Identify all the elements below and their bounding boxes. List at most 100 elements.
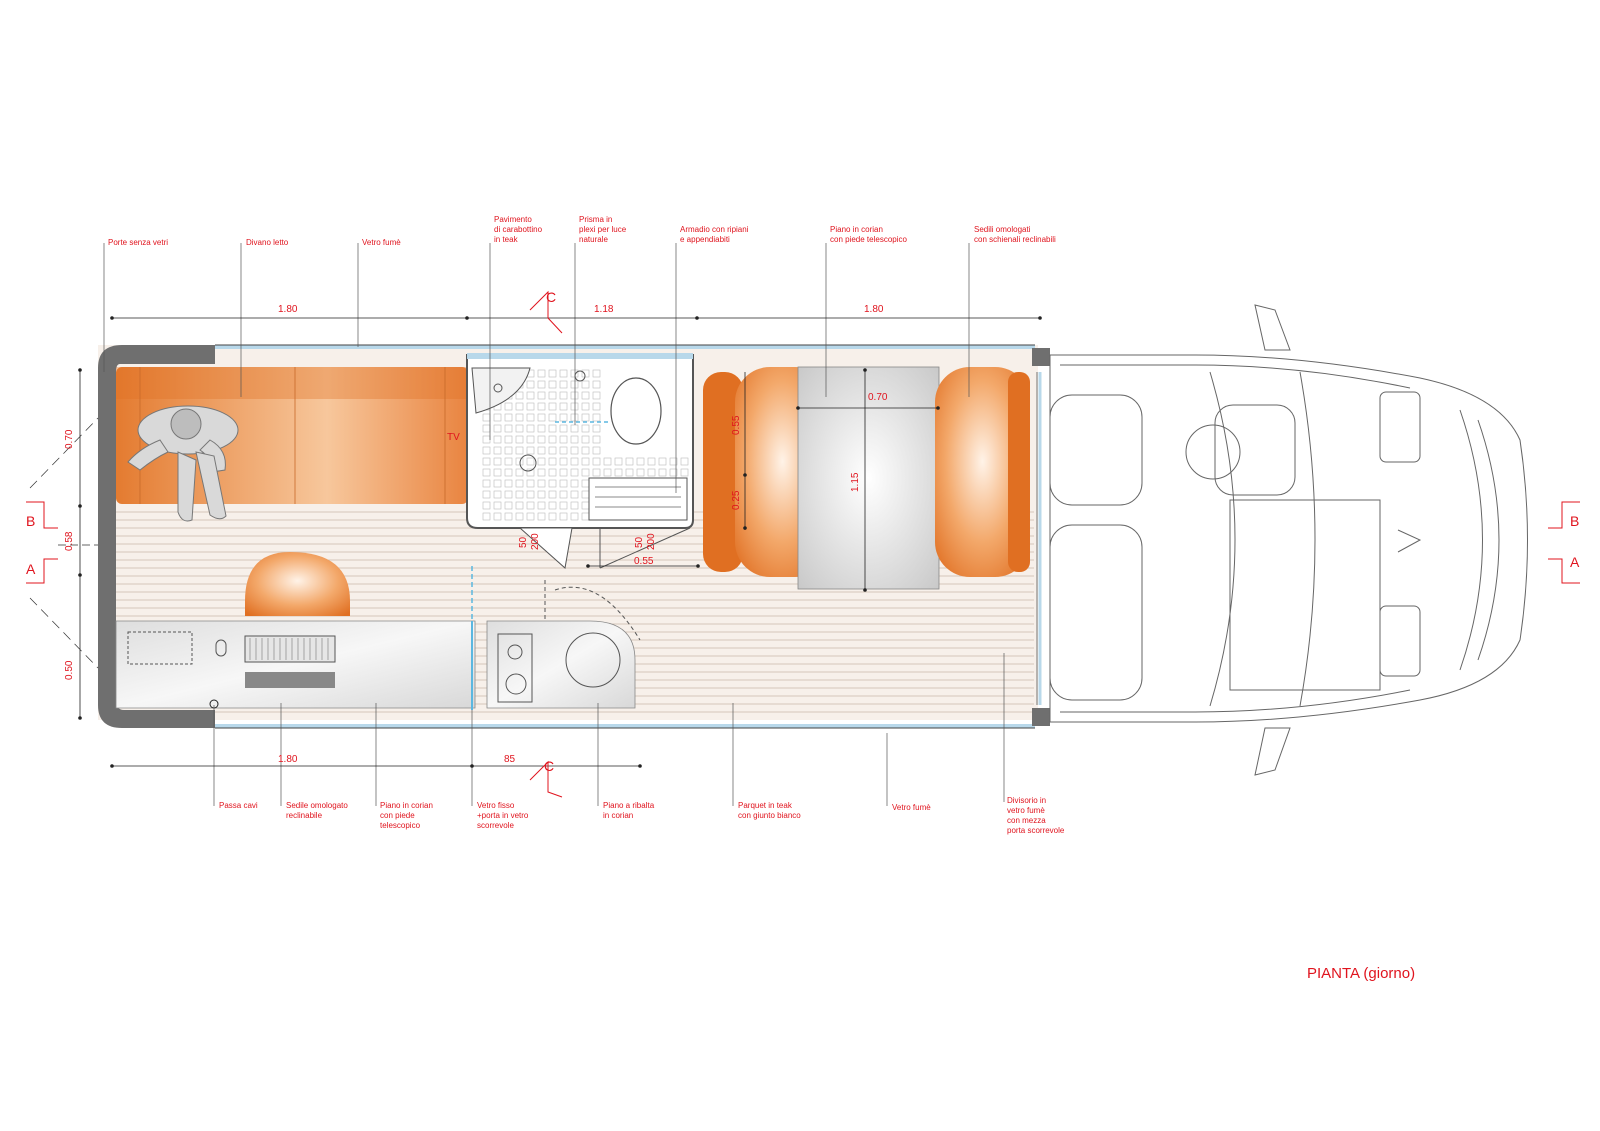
grating-cell — [537, 402, 546, 411]
grating-cell — [548, 457, 557, 466]
label-parquet-teak: Parquet in teak con giunto bianco — [738, 801, 801, 820]
grating-cell — [515, 479, 524, 488]
grating-cell — [570, 512, 579, 521]
grating-cell — [548, 402, 557, 411]
grating-cell — [592, 402, 601, 411]
grating-cell — [504, 424, 513, 433]
grating-cell — [647, 468, 656, 477]
grating-cell — [515, 457, 524, 466]
dim-table-width: 0.70 — [868, 392, 888, 403]
grating-cell — [537, 424, 546, 433]
grating-cell — [570, 479, 579, 488]
label-vetro-fisso: Vetro fisso +porta in vetro scorrevole — [477, 801, 531, 830]
grating-cell — [658, 468, 667, 477]
grating-cell — [592, 424, 601, 433]
grating-cell — [504, 435, 513, 444]
grating-cell — [537, 501, 546, 510]
grating-cell — [548, 380, 557, 389]
section-mark-c-bottom: C — [544, 758, 554, 774]
grating-cell — [548, 413, 557, 422]
bathroom — [466, 353, 694, 569]
grating-cell — [669, 457, 678, 466]
grating-cell — [482, 512, 491, 521]
grating-cell — [526, 391, 535, 400]
grating-cell — [482, 490, 491, 499]
grating-cell — [482, 468, 491, 477]
grating-cell — [504, 479, 513, 488]
label-prisma-plexi: Prisma in plexi per luce naturale — [579, 215, 628, 244]
grating-cell — [515, 446, 524, 455]
grating-cell — [537, 512, 546, 521]
bottom-annotations: Passa cavi Sedile omologato reclinabile … — [219, 796, 1065, 835]
dim-bench-upper: 0.55 — [731, 415, 742, 435]
grating-cell — [559, 369, 568, 378]
grating-cell — [482, 479, 491, 488]
grating-cell — [592, 380, 601, 389]
grating-cell — [537, 457, 546, 466]
grating-cell — [526, 413, 535, 422]
grating-cell — [526, 490, 535, 499]
grating-cell — [493, 424, 502, 433]
dimension-lines — [78, 316, 1042, 768]
grating-cell — [592, 446, 601, 455]
dim-aisle: 0.55 — [634, 556, 654, 567]
dim-left-3: 0.50 — [64, 660, 75, 680]
section-mark-b-right: B — [1570, 513, 1579, 529]
grating-cell — [537, 391, 546, 400]
grating-cell — [570, 424, 579, 433]
grating-cell — [680, 457, 689, 466]
grating-cell — [537, 380, 546, 389]
dim-left-2: 0.58 — [64, 531, 75, 551]
grating-cell — [559, 468, 568, 477]
label-piano-corian-bottom: Piano in corian con piede telescopico — [380, 801, 435, 830]
grating-cell — [526, 402, 535, 411]
grating-cell — [504, 490, 513, 499]
dim-top-3: 1.80 — [864, 304, 884, 315]
label-sedili-omologati: Sedili omologati con schienali reclinabi… — [974, 225, 1056, 244]
grating-cell — [493, 435, 502, 444]
grating-cell — [515, 391, 524, 400]
grating-cell — [493, 501, 502, 510]
section-mark-a-right: A — [1570, 554, 1580, 570]
grating-cell — [559, 512, 568, 521]
dim-bottom-2: 85 — [504, 754, 516, 765]
dim-door-right-b: 200 — [646, 533, 657, 550]
grating-cell — [548, 446, 557, 455]
grating-cell — [526, 501, 535, 510]
grating-cell — [537, 413, 546, 422]
label-vetro-fume-bottom: Vetro fumè — [892, 803, 931, 812]
grating-cell — [548, 369, 557, 378]
grating-cell — [526, 457, 535, 466]
grating-cell — [570, 490, 579, 499]
grating-cell — [537, 446, 546, 455]
grating-cell — [548, 479, 557, 488]
grating-cell — [570, 402, 579, 411]
grating-cell — [526, 468, 535, 477]
grating-cell — [570, 413, 579, 422]
grating-cell — [526, 435, 535, 444]
label-passa-cavi: Passa cavi — [219, 801, 258, 810]
grating-cell — [669, 468, 678, 477]
grating-cell — [493, 490, 502, 499]
grating-cell — [592, 391, 601, 400]
grating-cell — [592, 369, 601, 378]
grating-cell — [581, 424, 590, 433]
grating-cell — [515, 424, 524, 433]
grating-cell — [493, 468, 502, 477]
leader-lines — [103, 243, 1005, 806]
grating-cell — [647, 457, 656, 466]
grating-cell — [548, 435, 557, 444]
dim-top-1: 1.80 — [278, 304, 298, 315]
grating-cell — [559, 479, 568, 488]
label-piano-corian-top: Piano in corian con piede telescopico — [830, 225, 907, 244]
grating-cell — [504, 512, 513, 521]
van-cab — [1049, 304, 1528, 776]
dim-bottom-1: 1.80 — [278, 754, 298, 765]
grating-cell — [614, 468, 623, 477]
grating-cell — [581, 435, 590, 444]
label-sedile-omologato: Sedile omologato reclinabile — [286, 801, 350, 820]
tv-label: TV — [447, 432, 460, 443]
grating-cell — [548, 468, 557, 477]
label-divano-letto: Divano letto — [246, 238, 289, 247]
grating-cell — [515, 435, 524, 444]
